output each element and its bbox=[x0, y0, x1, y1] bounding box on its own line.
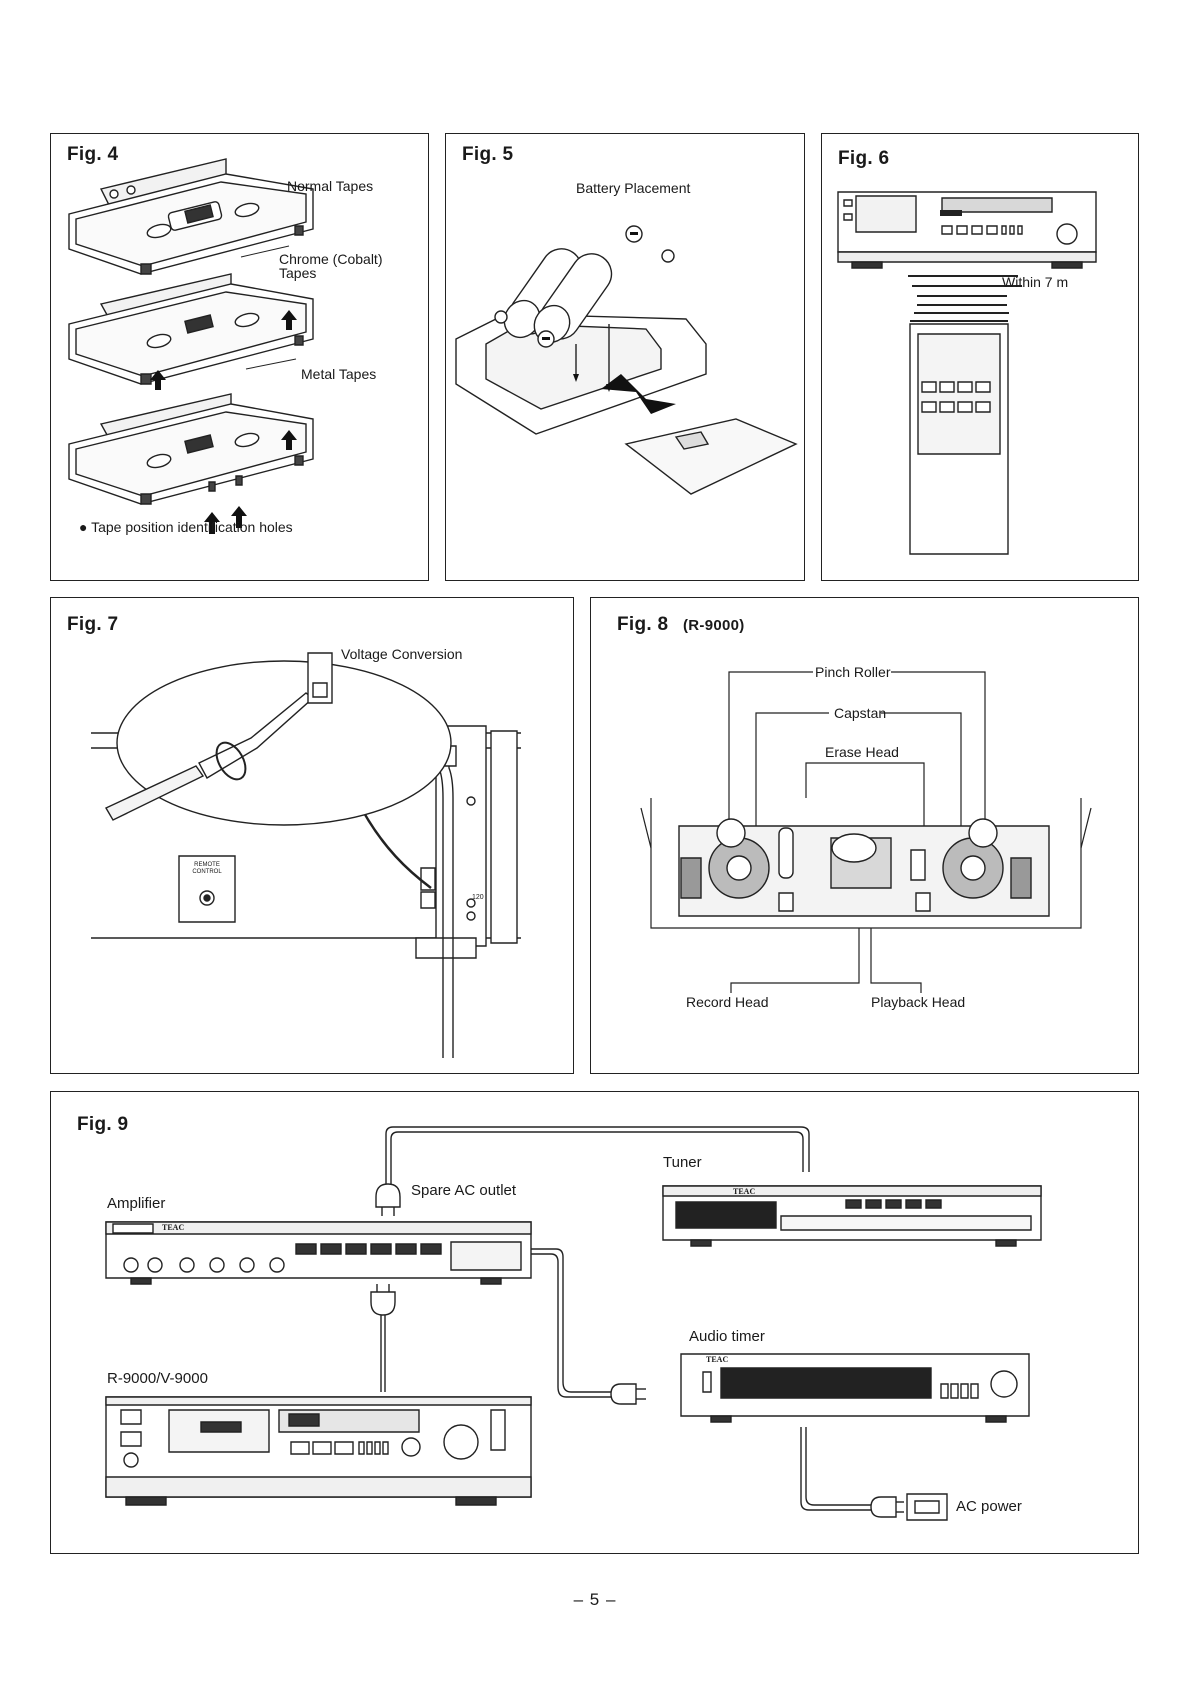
label-within-7m: Within 7 m bbox=[1002, 274, 1069, 290]
label-normal-tapes: Normal Tapes bbox=[287, 178, 374, 194]
label-tuner: Tuner bbox=[663, 1154, 702, 1171]
fig9-title: Fig. 9 bbox=[77, 1114, 129, 1135]
label-deck: R-9000/V-9000 bbox=[107, 1370, 208, 1387]
fig8-panel: Fig. 8 (R-9000) bbox=[590, 597, 1139, 1074]
voltage-conversion-illustration bbox=[51, 598, 575, 1075]
fig5-title: Fig. 5 bbox=[462, 144, 514, 165]
fig8-subtitle: (R-9000) bbox=[683, 617, 745, 634]
brand-label-tuner: TEAC bbox=[733, 1187, 756, 1196]
fig4-title: Fig. 4 bbox=[67, 144, 119, 165]
label-amplifier: Amplifier bbox=[107, 1195, 166, 1212]
battery-placement-caption: Battery Placement bbox=[576, 180, 691, 196]
system-connection-diagram bbox=[51, 1092, 1140, 1555]
fig6-title: Fig. 6 bbox=[838, 148, 890, 169]
fig8-title: Fig. 8 bbox=[617, 614, 669, 635]
label-pinch-roller: Pinch Roller bbox=[815, 664, 891, 680]
label-metal-tapes: Metal Tapes bbox=[301, 366, 377, 382]
label-capstan: Capstan bbox=[834, 705, 887, 721]
label-chrome-tapes: Chrome (Cobalt) Tapes bbox=[279, 251, 383, 281]
brand-label-amp: TEAC bbox=[162, 1223, 185, 1232]
remote-control-jack-label: REMOTE CONTROL bbox=[192, 862, 222, 875]
brand-label-timer: TEAC bbox=[706, 1355, 729, 1364]
remote-range-illustration bbox=[822, 134, 1140, 582]
label-playback-head: Playback Head bbox=[871, 994, 966, 1010]
label-audio-timer: Audio timer bbox=[689, 1328, 765, 1345]
fig4-panel: Fig. 4 bbox=[50, 133, 429, 581]
fig6-panel: Fig. 6 bbox=[821, 133, 1139, 581]
label-ac-power: AC power bbox=[956, 1498, 1022, 1515]
page-number: – 5 – bbox=[573, 1590, 617, 1609]
voltage-conversion-caption: Voltage Conversion bbox=[341, 646, 463, 662]
label-record-head: Record Head bbox=[686, 994, 769, 1010]
battery-placement-illustration bbox=[446, 134, 806, 582]
rear-selector-value: 120 bbox=[472, 894, 484, 901]
label-erase-head: Erase Head bbox=[825, 744, 899, 760]
fig9-panel: Fig. 9 bbox=[50, 1091, 1139, 1554]
fig4-cassettes-illustration bbox=[51, 134, 430, 534]
fig5-panel: Fig. 5 Battery Placement bbox=[445, 133, 805, 581]
fig7-panel: Fig. 7 Voltage Conversion bbox=[50, 597, 575, 1290]
fig7-title: Fig. 7 bbox=[67, 614, 119, 635]
tape-transport-illustration bbox=[591, 598, 1140, 1075]
label-spare-ac-outlet: Spare AC outlet bbox=[411, 1182, 517, 1199]
tape-hole-note: ● Tape position identification holes bbox=[79, 519, 293, 535]
